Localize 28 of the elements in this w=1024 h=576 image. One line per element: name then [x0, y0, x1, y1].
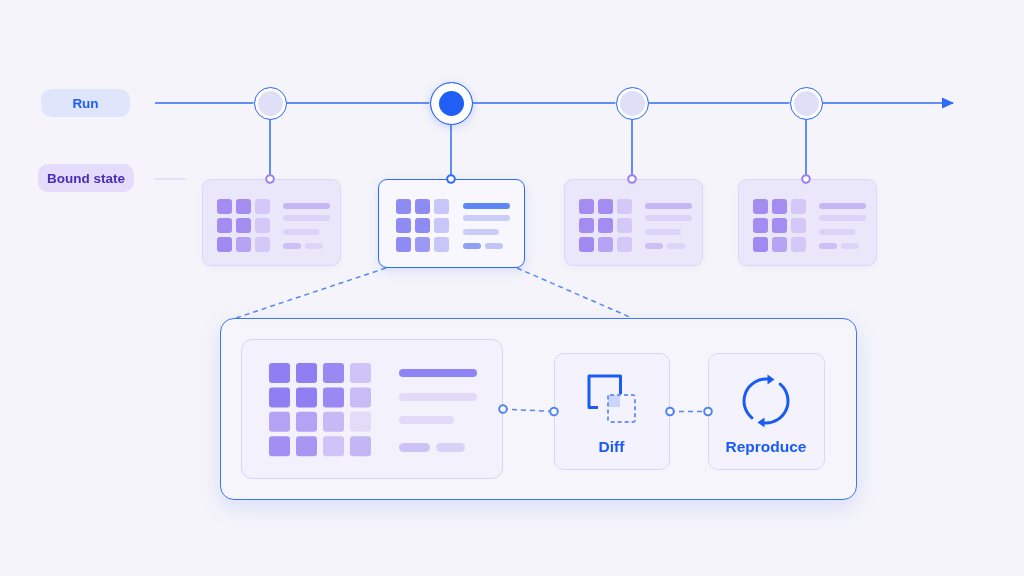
- row-label: Run: [41, 89, 130, 117]
- timeline-line: [154, 102, 255, 104]
- state-card: [738, 179, 877, 266]
- state-card: [202, 179, 341, 266]
- detail-panel: [220, 318, 857, 500]
- card-label: Diff: [598, 437, 625, 456]
- selected-state-card: [378, 179, 525, 268]
- timeline-circle: [789, 86, 823, 120]
- timeline-circle: [615, 86, 649, 120]
- connector-line: [627, 118, 637, 184]
- connector-line: [801, 118, 811, 184]
- dashed-connector: [498, 404, 559, 417]
- action-card: [553, 352, 670, 470]
- connector-line: [446, 123, 456, 184]
- dashed-leader-line: [235, 267, 387, 319]
- action-card: [707, 352, 825, 470]
- state-card: [240, 338, 503, 479]
- row-label: Bound state: [38, 164, 134, 192]
- connector-line: [265, 118, 275, 184]
- timeline-line: [471, 102, 617, 104]
- state-card: [564, 179, 703, 266]
- timeline-line: [647, 102, 791, 104]
- timeline-line: [285, 102, 431, 104]
- dashed-connector: [665, 406, 713, 417]
- selected-timeline-circle: [429, 81, 473, 125]
- timeline-arrow: [821, 97, 954, 109]
- timeline-circle: [253, 86, 287, 120]
- card-label: Reproduce: [725, 437, 807, 456]
